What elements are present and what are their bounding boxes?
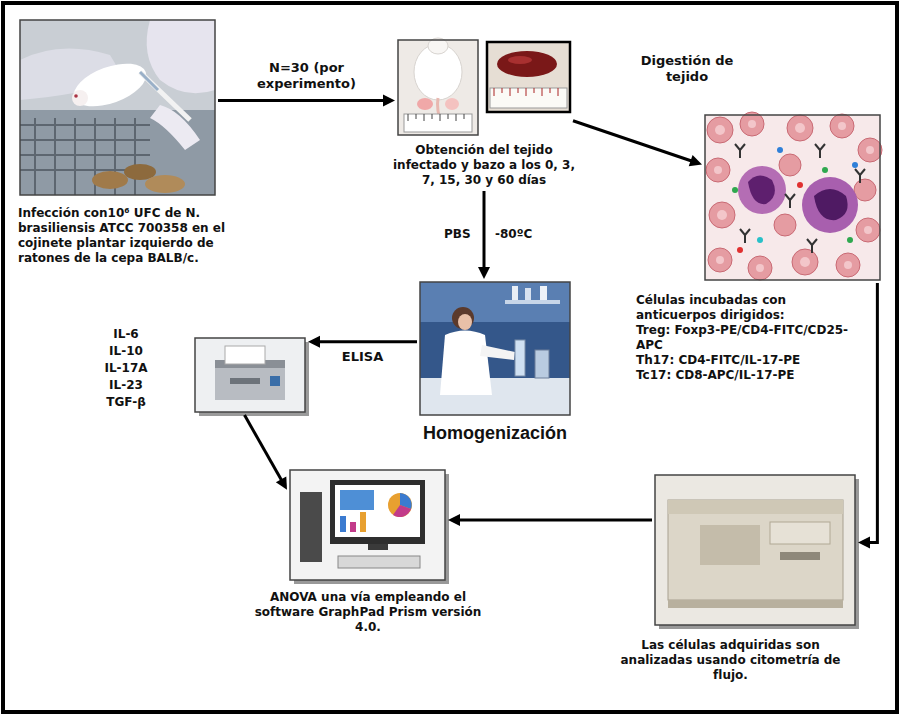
caption-group: Las células adquiridas son analizadas us… <box>613 638 848 683</box>
caption-text: Obtención del tejido infectado y bazo a … <box>392 143 576 188</box>
outer-frame <box>3 3 897 712</box>
computer-photo <box>290 470 449 584</box>
caption-group: Obtención del tejido infectado y bazo a … <box>392 143 576 188</box>
caption-text: Digestión de tejido <box>630 53 744 86</box>
photo-step: Digestión de tejidoCélulas incubadas con… <box>705 115 880 280</box>
photo-step: Las células adquiridas son analizadas us… <box>655 475 855 625</box>
caption-text: TGF-β <box>90 394 162 411</box>
arrow-line <box>218 99 384 102</box>
caption-text: IL-23 <box>90 377 162 394</box>
caption-group: IL-6IL-10IL-17AIL-23TGF-β <box>90 326 162 411</box>
arrow-head <box>308 336 320 348</box>
arrow-head <box>383 95 395 107</box>
photo-step: Obtención del tejido infectado y bazo a … <box>398 40 570 135</box>
elisa-photo <box>195 338 309 416</box>
caption-group: Homogenización <box>410 422 580 445</box>
caption-text: IL-17A <box>90 360 162 377</box>
arrow-line <box>483 191 486 268</box>
flow-arrow <box>478 191 490 279</box>
arrow-line <box>319 340 417 343</box>
micrograph <box>705 112 882 280</box>
tissue-photo <box>487 42 570 112</box>
cytometer-photo <box>655 475 859 629</box>
photo-step: Homogenización <box>420 282 570 415</box>
lab-photo <box>420 282 570 415</box>
caption-group: Digestión de tejido <box>630 53 744 86</box>
arrow-line <box>245 415 282 480</box>
caption-text: Células incubadas con anticuerpos dirigi… <box>636 293 860 323</box>
flow-arrow <box>858 283 877 549</box>
photo-step: ANOVA una vía empleando el software Grap… <box>290 470 445 580</box>
arrow-line <box>459 519 652 522</box>
annotation-label: -80ºC <box>495 227 532 242</box>
caption-text: Las células adquiridas son analizadas us… <box>613 638 848 683</box>
mouse-photo <box>398 38 478 135</box>
caption-text: ANOVA una vía empleando el software Grap… <box>253 590 483 635</box>
flow-arrow <box>448 514 652 526</box>
caption-text: IL-6 <box>90 326 162 343</box>
caption-group: Células incubadas con anticuerpos dirigi… <box>636 293 860 383</box>
arrow-head <box>689 155 702 166</box>
flow-arrow <box>245 415 288 490</box>
flow-arrow <box>573 121 702 167</box>
arrow-line <box>573 121 692 161</box>
infection-photo <box>20 20 215 195</box>
caption-text: Homogenización <box>410 422 580 445</box>
arrow-head <box>478 267 490 279</box>
caption-group: ANOVA una vía empleando el software Grap… <box>253 590 483 635</box>
caption-text: Tc17: CD8-APC/IL-17-PE <box>636 368 860 383</box>
flow-arrow <box>218 95 395 107</box>
flow-arrow <box>308 336 417 348</box>
arrow-head <box>448 514 460 526</box>
arrow-label: N=30 (por experimento) <box>251 60 363 93</box>
arrow-head <box>276 476 287 489</box>
annotation-label: PBS <box>444 227 471 242</box>
arrow-line <box>869 283 877 543</box>
photo-step: Infección con10⁶ UFC de N. brasiliensis … <box>20 20 215 195</box>
arrow-head <box>858 537 870 549</box>
caption-group: Infección con10⁶ UFC de N. brasiliensis … <box>18 206 239 266</box>
caption-text: IL-10 <box>90 343 162 360</box>
photo-step: IL-6IL-10IL-17AIL-23TGF-β <box>195 338 305 412</box>
caption-text: Infección con10⁶ UFC de N. brasiliensis … <box>18 206 239 266</box>
caption-text: Th17: CD4-FITC/IL-17-PE <box>636 353 860 368</box>
caption-text: Treg: Foxp3-PE/CD4-FITC/CD25-APC <box>636 323 860 353</box>
arrow-label: ELISA <box>323 349 403 365</box>
